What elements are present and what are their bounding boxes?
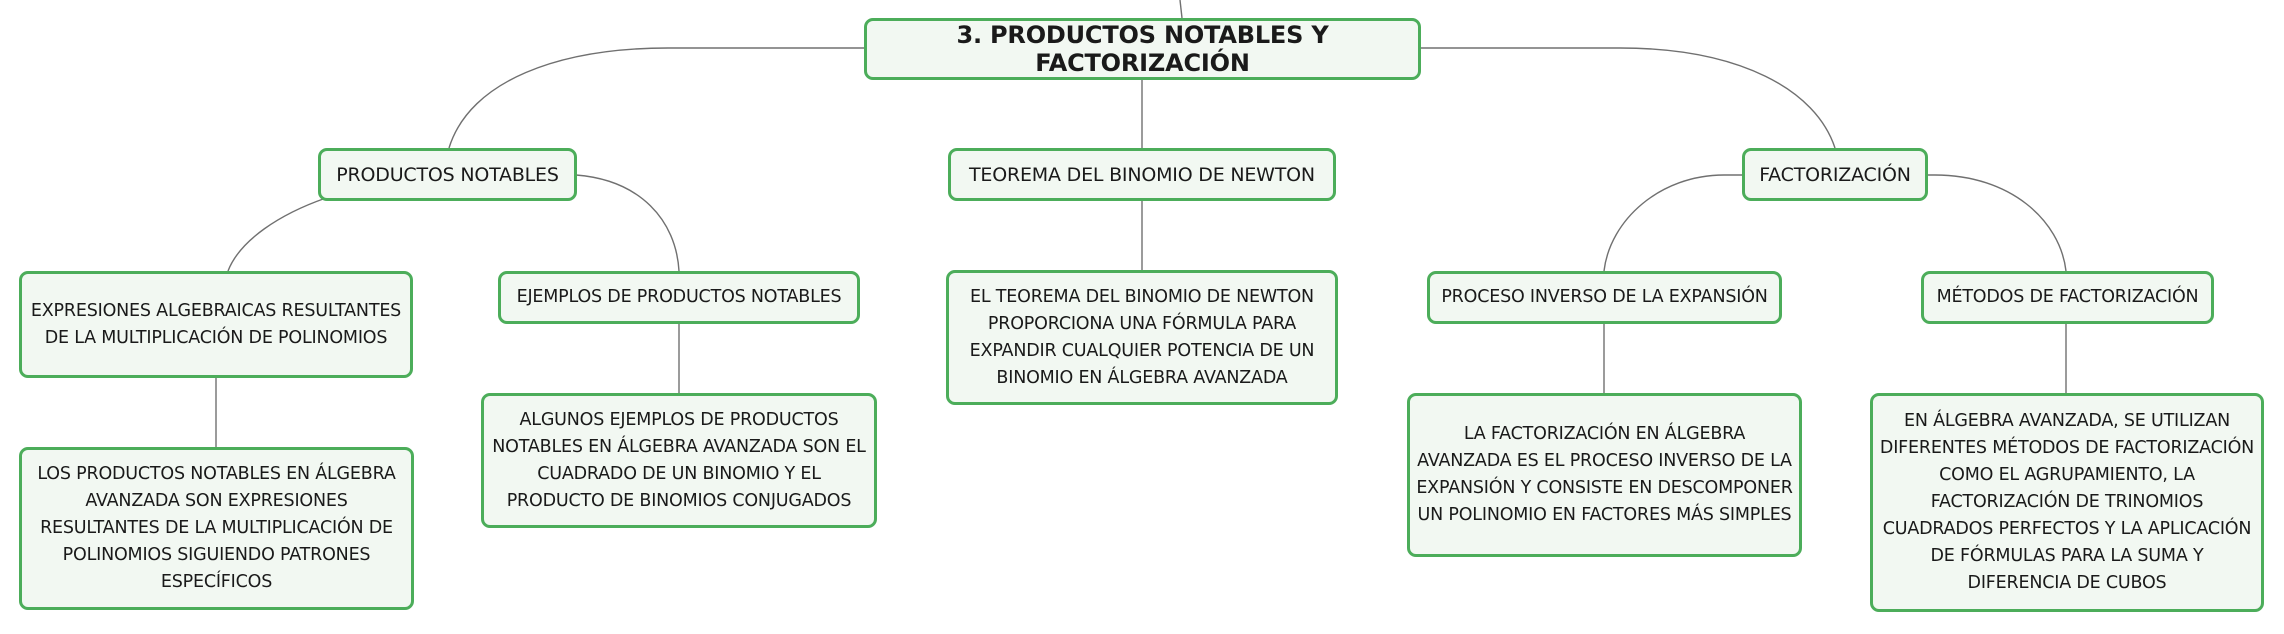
node-proceso-inverso-detalle[interactable]: LA FACTORIZACIÓN EN ÁLGEBRA AVANZADA ES … [1407,393,1802,557]
connector-incoming-root [1179,0,1183,19]
connector-root-factorizacion [1420,47,1836,149]
node-proceso-inverso[interactable]: PROCESO INVERSO DE LA EXPANSIÓN [1427,271,1782,324]
connector-root-productos [448,47,866,149]
node-metodos-detalle-label: EN ÁLGEBRA AVANZADA, SE UTILIZAN DIFEREN… [1879,411,2255,593]
root-node-label: 3. PRODUCTOS NOTABLES Y FACTORIZACIÓN [956,21,1329,77]
node-metodos-detalle[interactable]: EN ÁLGEBRA AVANZADA, SE UTILIZAN DIFEREN… [1870,393,2264,612]
node-factorizacion-label: FACTORIZACIÓN [1759,163,1911,186]
node-metodos-factorizacion[interactable]: MÉTODOS DE FACTORIZACIÓN [1921,271,2214,324]
connector-productos-ejemplos [575,174,680,272]
node-binomio-newton-detalle-label: EL TEOREMA DEL BINOMIO DE NEWTON PROPORC… [969,286,1315,388]
node-ejemplos-detalle-label: ALGUNOS EJEMPLOS DE PRODUCTOS NOTABLES E… [492,409,866,511]
node-metodos-factorizacion-label: MÉTODOS DE FACTORIZACIÓN [1936,287,2199,307]
node-proceso-inverso-detalle-label: LA FACTORIZACIÓN EN ÁLGEBRA AVANZADA ES … [1416,424,1793,525]
node-productos-notables-detalle-label: LOS PRODUCTOS NOTABLES EN ÁLGEBRA AVANZA… [37,464,396,592]
connector-productos-definicion [227,197,327,272]
node-expresiones-algebraicas-label: EXPRESIONES ALGEBRAICAS RESULTANTES DE L… [30,300,402,348]
node-ejemplos-productos-notables[interactable]: EJEMPLOS DE PRODUCTOS NOTABLES [498,271,860,324]
node-factorizacion[interactable]: FACTORIZACIÓN [1742,148,1928,201]
connector-factorizacion-metodos [1927,174,2067,272]
node-proceso-inverso-label: PROCESO INVERSO DE LA EXPANSIÓN [1441,287,1768,307]
node-productos-notables-detalle[interactable]: LOS PRODUCTOS NOTABLES EN ÁLGEBRA AVANZA… [19,447,414,610]
connector-factorizacion-inverso [1603,174,1742,272]
node-binomio-newton-detalle[interactable]: EL TEOREMA DEL BINOMIO DE NEWTON PROPORC… [946,270,1338,405]
node-teorema-binomio-newton[interactable]: TEOREMA DEL BINOMIO DE NEWTON [948,148,1336,201]
node-productos-notables-label: PRODUCTOS NOTABLES [336,163,559,186]
node-expresiones-algebraicas[interactable]: EXPRESIONES ALGEBRAICAS RESULTANTES DE L… [19,271,413,378]
node-productos-notables[interactable]: PRODUCTOS NOTABLES [318,148,577,201]
root-node[interactable]: 3. PRODUCTOS NOTABLES Y FACTORIZACIÓN [864,18,1421,80]
node-teorema-binomio-newton-label: TEOREMA DEL BINOMIO DE NEWTON [969,163,1315,186]
node-ejemplos-productos-notables-label: EJEMPLOS DE PRODUCTOS NOTABLES [516,287,842,307]
node-ejemplos-detalle[interactable]: ALGUNOS EJEMPLOS DE PRODUCTOS NOTABLES E… [481,393,877,528]
